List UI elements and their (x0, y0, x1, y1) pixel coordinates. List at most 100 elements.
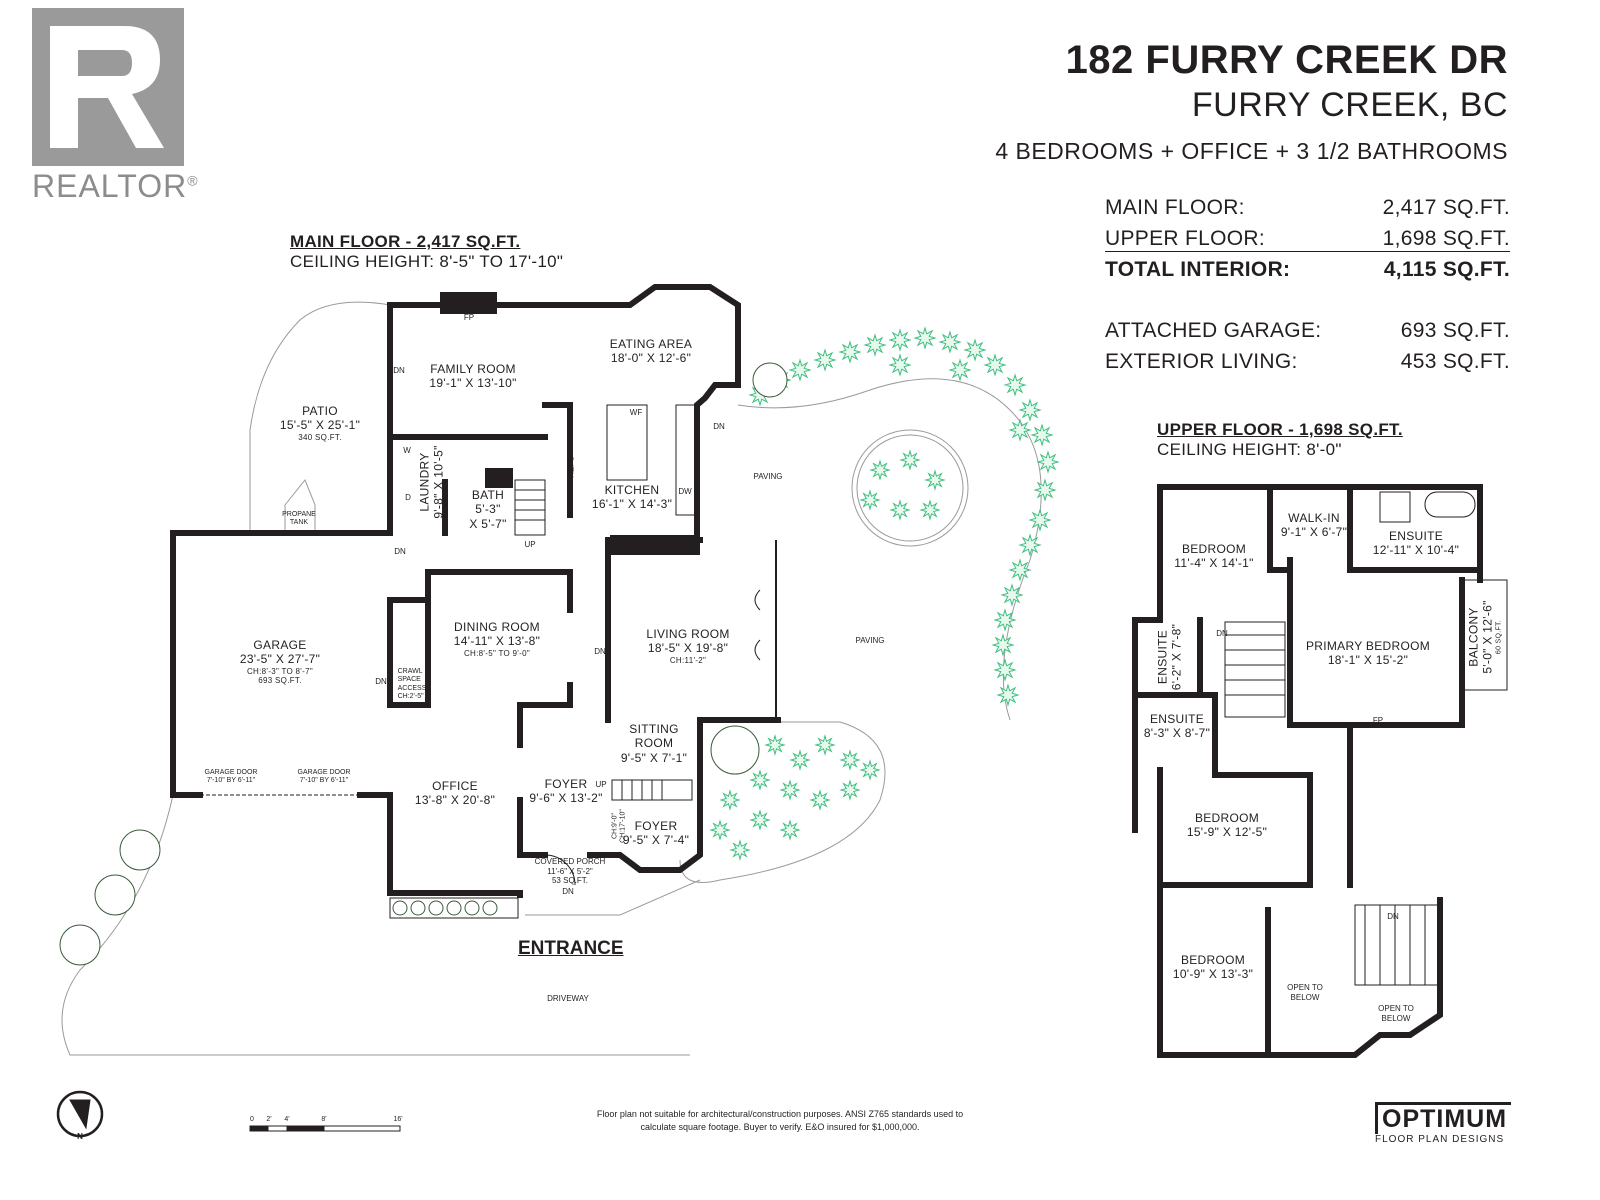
plant-icon (1036, 450, 1060, 474)
plant-icon (863, 333, 887, 357)
plant-icon (1000, 583, 1024, 607)
tree-icon (710, 725, 760, 775)
plant-icon (814, 734, 836, 756)
tree-icon (446, 900, 462, 916)
plant-icon (839, 749, 861, 771)
plant-icon (1003, 373, 1027, 397)
plant-icon (1028, 508, 1052, 532)
area-exterior-living: EXTERIOR LIVING:453 SQ.FT. (1105, 350, 1510, 373)
label-dn-living: DN (594, 647, 606, 656)
entrance-label: ENTRANCE (518, 938, 624, 959)
tree-icon (119, 829, 161, 871)
property-city: FURRY CREEK, BC (1191, 86, 1508, 124)
plant-icon (991, 633, 1015, 657)
foyer-ceiling-heights: CH:9'-0"CH:17'-10" (611, 809, 627, 843)
main-floor-heading: MAIN FLOOR - 2,417 SQ.FT. CEILING HEIGHT… (290, 232, 563, 272)
scale-bar (249, 1125, 401, 1132)
plant-icon (1018, 398, 1042, 422)
tree-icon (392, 900, 408, 916)
landscaping-plants (59, 326, 1060, 966)
north-arrow-icon (56, 1090, 104, 1138)
upper-floor-title: UPPER FLOOR - 1,698 SQ.FT. (1157, 420, 1403, 439)
plant-icon (869, 459, 891, 481)
plant-icon (938, 330, 962, 354)
plant-icon (789, 749, 811, 771)
area-upper-floor: UPPER FLOOR:1,698 SQ.FT. (1105, 227, 1510, 252)
property-address: 182 FURRY CREEK DR (1065, 38, 1508, 82)
scale-tick: 16' (393, 1116, 403, 1123)
plant-icon (719, 789, 741, 811)
area-main-floor: MAIN FLOOR:2,417 SQ.FT. (1105, 196, 1510, 219)
plant-icon (924, 469, 946, 491)
plant-icon (859, 489, 881, 511)
label-up-stairs: UP (524, 540, 536, 549)
realtor-logo-text: REALTOR® (32, 168, 199, 204)
plant-icon (1030, 423, 1054, 447)
plant-icon (749, 809, 771, 831)
label-dn-upper-1: DN (1216, 629, 1228, 638)
plant-icon (809, 789, 831, 811)
plant-icon (788, 358, 812, 382)
label-fireplace: FP (463, 313, 475, 322)
plant-icon (779, 819, 801, 841)
main-floor-ceiling: CEILING HEIGHT: 8'-5" TO 17'-10" (290, 252, 564, 271)
label-fp-upper: FP (1372, 716, 1384, 725)
plant-icon (813, 348, 837, 372)
plant-icon (1008, 558, 1032, 582)
label-refrigerator: REFG (566, 455, 576, 478)
upper-floor-heading: UPPER FLOOR - 1,698 SQ.FT. CEILING HEIGH… (1157, 420, 1403, 460)
plant-icon (838, 340, 862, 364)
plant-icon (749, 769, 771, 791)
main-floor-title: MAIN FLOOR - 2,417 SQ.FT. (290, 232, 521, 251)
plant-icon (764, 734, 786, 756)
label-dryer: D (405, 493, 411, 502)
label-dn-porch: DN (562, 887, 574, 896)
label-dn-hall: DN (394, 547, 406, 556)
fireplaces (440, 292, 700, 555)
upper-floor-walls (1132, 484, 1483, 1058)
label-washer: W (403, 446, 411, 455)
disclaimer: Floor plan not suitable for architectura… (596, 1109, 964, 1132)
plant-icon (993, 608, 1017, 632)
plant-icon (888, 353, 912, 377)
plant-icon (839, 779, 861, 801)
plant-icon (888, 328, 912, 352)
label-wall-freezer: WF (629, 408, 643, 417)
realtor-logo-mark (32, 8, 184, 166)
tree-icon (464, 900, 480, 916)
label-dishwasher: DW (678, 487, 692, 496)
scale-tick: 0 (250, 1116, 254, 1123)
plant-icon (1018, 533, 1042, 557)
label-paving-north: PAVING (753, 472, 783, 481)
label-paving-east: PAVING (855, 636, 885, 645)
main-floor-walls (170, 284, 781, 898)
upper-floor-ceiling: CEILING HEIGHT: 8'-0" (1157, 440, 1342, 459)
tree-icon (752, 362, 788, 398)
plant-icon (919, 499, 941, 521)
realtor-r-icon (50, 26, 164, 148)
plant-icon (996, 683, 1020, 707)
plant-icon (709, 819, 731, 841)
